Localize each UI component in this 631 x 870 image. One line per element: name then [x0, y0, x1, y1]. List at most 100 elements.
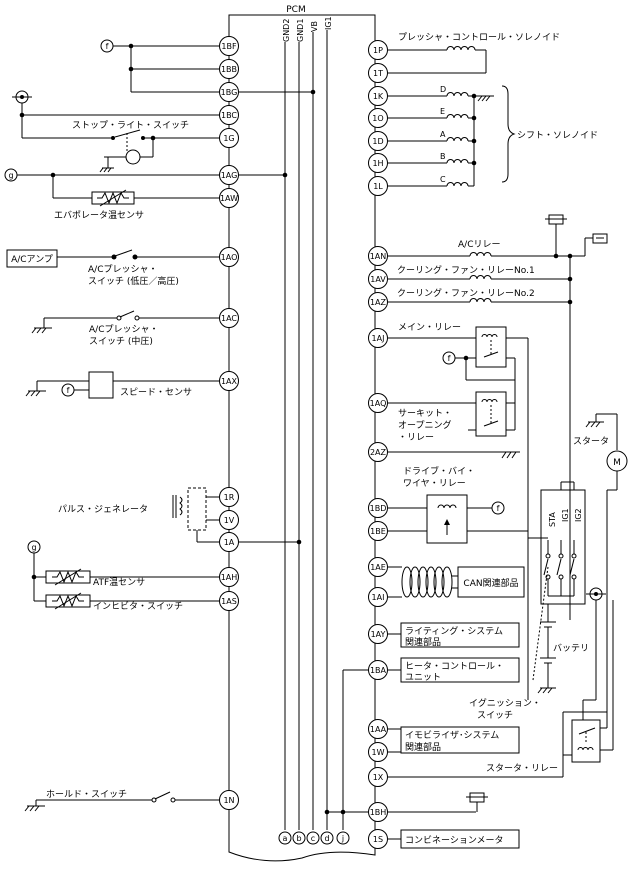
pin-1BD: 1BD: [368, 498, 388, 518]
pin-label: 1A: [224, 538, 235, 547]
speed-sensor-label: スピード・センサ: [120, 387, 192, 398]
pin-1AC: 1AC: [219, 308, 239, 328]
pin-1BA: 1BA: [368, 660, 388, 680]
pin-label: 1AN: [370, 252, 387, 261]
supply-symbol-icon: [12, 90, 32, 138]
bus-gnd1-label: GND1: [296, 19, 305, 42]
immobilizer-label-1: イモビライザ･システム: [405, 730, 499, 741]
svg-text:B: B: [440, 152, 446, 161]
pin-label: 1AE: [370, 563, 386, 572]
pin-1AO: 1AO: [219, 247, 239, 267]
starter-motor-icon: M: [585, 413, 628, 720]
combination-meter-label: コンビネーションメータ: [405, 835, 504, 846]
cooling-fan-relay-1-label: クーリング・ファン・リレーNo.1: [397, 264, 535, 276]
pin-label: 1S: [373, 835, 383, 844]
drive-by-wire-relay-icon: [426, 494, 468, 544]
pin-1R: 1R: [219, 487, 239, 507]
pin-1AJ: 1AJ: [368, 328, 388, 348]
connector-f-top: f: [100, 39, 114, 53]
pin-label: 1AH: [221, 573, 238, 582]
svg-text:D: D: [440, 85, 446, 94]
drive-by-wire-relay-label-2: ワイヤ・リレー: [403, 479, 466, 489]
pin-label: 1W: [372, 748, 385, 757]
pin-1L: 1L: [368, 176, 388, 196]
pin-1AN: 1AN: [368, 246, 388, 266]
pin-1AA: 1AA: [368, 719, 388, 739]
svg-text:g: g: [8, 171, 13, 180]
ac-pressure-switch-lowhigh-label-1: A/Cプレッシャ・: [88, 264, 157, 275]
pin-1S: 1S: [368, 829, 388, 849]
starter-relay-label: スタータ・リレー: [486, 763, 558, 774]
pin-label: 1AV: [370, 275, 386, 284]
pin-1V: 1V: [219, 510, 239, 530]
ground-icon: [501, 451, 520, 459]
terminal-b: b: [296, 834, 301, 843]
heater-control-box: ヒータ・コントロール・ ユニット: [400, 657, 520, 683]
connector-g-2: g: [27, 540, 41, 554]
terminal-d: d: [324, 834, 329, 843]
battery-label: バッテリ: [553, 643, 589, 654]
svg-text:f: f: [497, 504, 500, 513]
pin-1BH: 1BH: [368, 802, 388, 822]
lighting-system-box: ライティング・システム 関連部品: [400, 622, 520, 648]
pin-label: 1L: [373, 182, 383, 191]
lighting-system-label-1: ライティング・システム: [405, 625, 503, 637]
terminal-c: c: [311, 834, 315, 843]
pin-label: 1AJ: [372, 334, 385, 343]
starter-relay-icon: [571, 719, 601, 763]
ac-pressure-switch-mid-label-1: A/Cプレッシャ・: [89, 324, 158, 335]
pin-label: 1AS: [221, 597, 237, 606]
left-pins: 1BF 1BB 1BG 1BC 1G 1AG 1AW 1AO 1AC 1AX 1…: [219, 36, 239, 810]
connector-f-speed: f: [61, 383, 75, 397]
pin-1D: 1D: [368, 131, 388, 151]
pulse-generator-label: パルス・ジェネレータ: [58, 504, 148, 515]
pin-label: 1P: [373, 46, 383, 55]
pin-label: 1AI: [372, 593, 385, 602]
pin-1AG: 1AG: [219, 165, 239, 185]
shift-solenoid-label: シフト・ソレノイド: [517, 131, 598, 141]
pin-1AI: 1AI: [368, 587, 388, 607]
stop-light-switch-lamp-icon: [99, 135, 156, 173]
pin-label: 1T: [373, 69, 383, 78]
ignition-switch-label-1: イグニッション・: [469, 697, 541, 709]
pin-label: 1AG: [221, 171, 238, 180]
pulse-generator-icon: [172, 487, 207, 531]
pin-label: 1AX: [221, 377, 238, 386]
supply-terminal-icon: [545, 214, 567, 256]
pin-label: 1AW: [220, 194, 238, 203]
pcm-title: PCM: [286, 5, 305, 15]
pin-label: 1K: [373, 92, 384, 101]
right-pins: 1P 1T 1K 1O 1D 1H 1L 1AN 1AV 1AZ 1AJ 1AQ…: [368, 40, 388, 849]
heater-control-label-1: ヒータ・コントロール・: [405, 661, 504, 672]
lighting-system-label-2: 関連部品: [405, 636, 441, 648]
pin-1P: 1P: [368, 40, 388, 60]
starter-label: スタータ: [573, 436, 609, 447]
svg-text:f: f: [106, 42, 109, 51]
pin-label: 1AC: [221, 314, 237, 323]
svg-text:A: A: [440, 130, 446, 139]
pin-1BE: 1BE: [368, 521, 388, 541]
pin-1A: 1A: [219, 532, 239, 552]
inhibitor-switch-label: インヒビタ・スイッチ: [93, 601, 183, 612]
inhibitor-switch-icon: [45, 592, 91, 610]
connector-g-1: g: [4, 168, 18, 182]
pin-1AV: 1AV: [368, 269, 388, 289]
fusible-link-icon: [586, 587, 606, 700]
svg-text:C: C: [440, 175, 446, 184]
pin-label: 2AZ: [370, 448, 387, 457]
circuit-opening-relay-label-1: サーキット・: [398, 408, 452, 419]
connector-f-main-relay: f: [442, 351, 456, 365]
pcm-unit: PCM GND2 GND1 VB IG1 a b c d j: [228, 5, 376, 862]
starter-motor-symbol: M: [613, 458, 621, 468]
ignition-switch-label-2: スイッチ: [477, 710, 513, 721]
pin-label: 1BA: [370, 666, 387, 675]
atf-temp-sensor-thermistor-icon: [45, 568, 91, 586]
pin-1AY: 1AY: [368, 624, 388, 644]
immobilizer-box: イモビライザ･システム 関連部品: [400, 726, 520, 754]
pin-label: 1X: [373, 773, 384, 782]
ac-amp-label: A/Cアンプ: [11, 254, 53, 265]
pcm-bottom-terminals: a b c d j: [278, 831, 350, 845]
pin-label: 1D: [372, 137, 383, 146]
pin-1N: 1N: [219, 790, 239, 810]
